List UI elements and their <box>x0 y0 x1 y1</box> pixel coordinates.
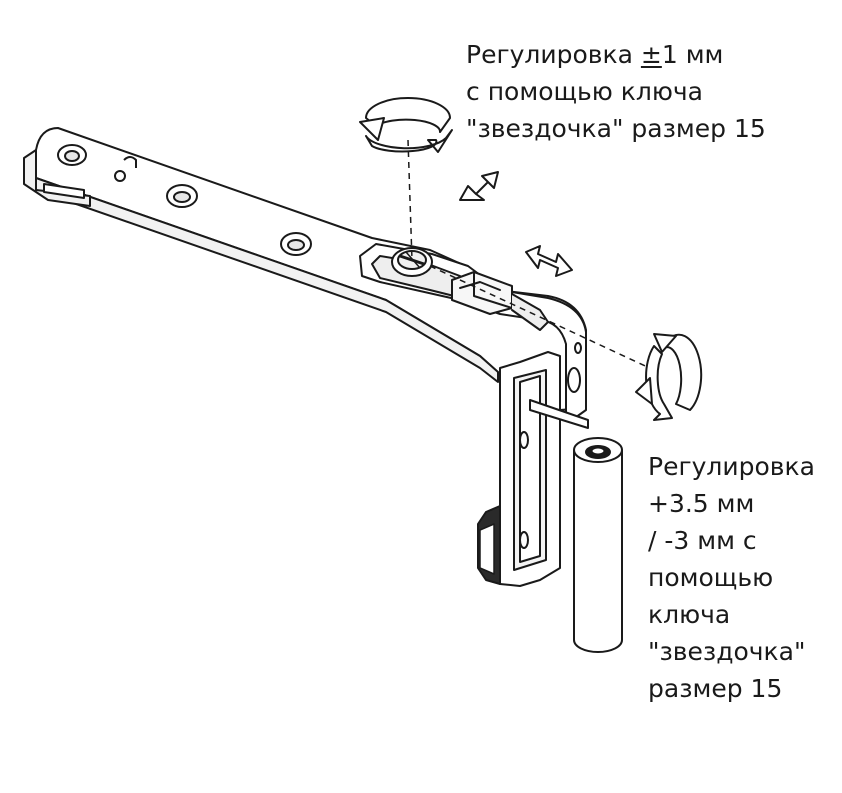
double-arrow-icon <box>525 245 573 277</box>
hinge-link-arm <box>529 399 589 429</box>
mount-hole-icon <box>57 144 312 256</box>
top-label-line-2: с помощью ключа <box>466 77 703 106</box>
hinge-arm-edge <box>35 177 499 383</box>
top-label-value: 1 мм <box>661 40 724 69</box>
double-arrow-icon <box>459 171 499 201</box>
right-label-line-7: размер 15 <box>648 674 783 703</box>
hinge-arm-end-bracket <box>23 149 91 207</box>
top-label-line-1: Регулировка ±1 мм <box>466 36 766 73</box>
horizontal-axis-line <box>429 265 655 371</box>
top-label-text: Регулировка <box>466 40 641 69</box>
screw-icon <box>391 247 433 277</box>
right-label-line-4: помощью <box>648 563 774 592</box>
rotation-arrow-icon <box>635 333 703 421</box>
top-adjustment-label: Регулировка ±1 мм с помощью ключа "звезд… <box>466 36 766 147</box>
right-label-line-6: "звездочка" <box>648 637 806 666</box>
hinge-pin <box>573 437 623 653</box>
rotation-arrow-icon <box>359 97 453 153</box>
right-label-line-1: Регулировка <box>648 452 815 481</box>
top-label-line-3: "звездочка" размер 15 <box>466 114 766 143</box>
arm-marking <box>114 156 137 182</box>
right-label-line-3: / -3 мм с <box>648 526 757 555</box>
plus-minus-symbol: ± <box>640 40 662 69</box>
right-label-line-5: ключа <box>648 600 731 629</box>
right-adjustment-label: Регулировка +3.5 мм / -3 мм с помощью кл… <box>648 448 815 707</box>
vertical-axis-line <box>407 139 413 261</box>
right-label-line-2: +3.5 мм <box>648 489 755 518</box>
